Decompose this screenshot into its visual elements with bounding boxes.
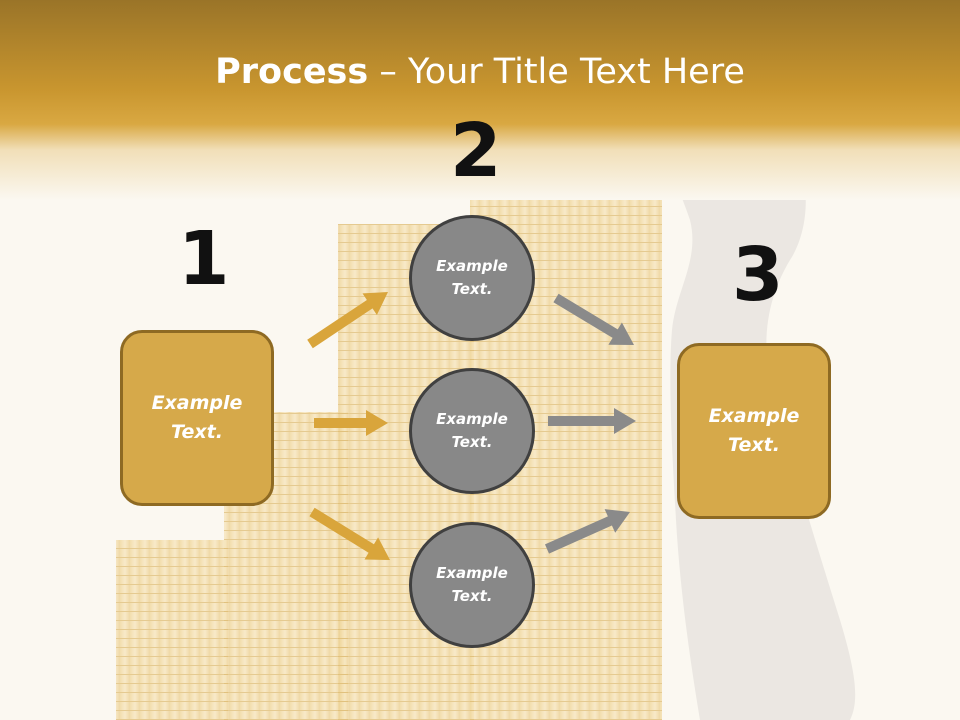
step-1-text: Example Text.: [151, 392, 243, 443]
step-2-node-middle: Example Text.: [409, 368, 535, 494]
arrow-from-node-bottom: [545, 509, 630, 554]
step-3-box: Example Text.: [677, 343, 831, 519]
coin-stack: [116, 540, 228, 720]
slide-title: Process – Your Title Text Here: [0, 52, 960, 92]
node-bottom-text: Example Text.: [436, 564, 508, 605]
title-bold: Process: [215, 52, 369, 92]
arrow-from-node-middle: [548, 408, 636, 434]
step-number-3: 3: [732, 232, 784, 318]
node-middle-text: Example Text.: [436, 410, 508, 451]
step-2-node-bottom: Example Text.: [409, 522, 535, 648]
arrow-to-node-bottom: [309, 507, 390, 560]
arrow-from-node-top: [553, 293, 634, 345]
step-2-node-top: Example Text.: [409, 215, 535, 341]
step-number-1: 1: [178, 216, 230, 302]
step-number-2: 2: [450, 108, 502, 194]
arrow-to-node-middle: [314, 410, 388, 436]
step-3-text: Example Text.: [708, 405, 800, 456]
title-rest: – Your Title Text Here: [368, 52, 745, 92]
arrow-to-node-top: [307, 292, 388, 349]
step-1-box: Example Text.: [120, 330, 274, 506]
node-top-text: Example Text.: [436, 257, 508, 298]
